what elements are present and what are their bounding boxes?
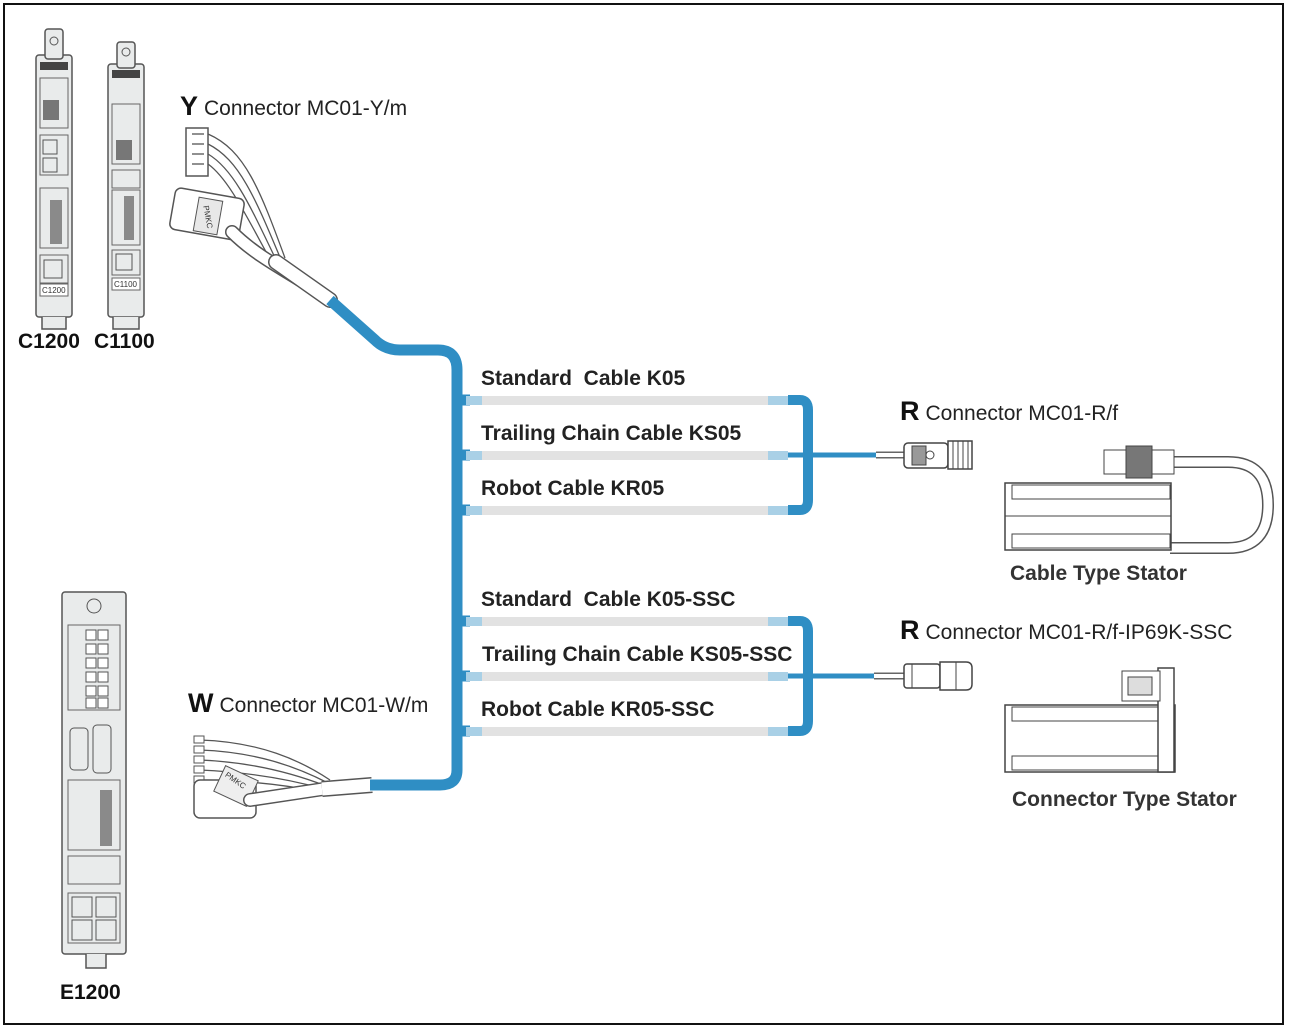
- w-letter: W: [188, 688, 214, 718]
- r-connector-icon: [903, 440, 973, 470]
- cable-k05-label: Standard Cable K05: [481, 367, 686, 390]
- r-connector-name: Connector MC01-R/f: [925, 402, 1119, 425]
- y-connector-icon: PMKC: [169, 127, 338, 308]
- c1100-drive: C1100: [107, 41, 145, 330]
- r-ssc-connector-name: Connector MC01-R/f-IP69K-SSC: [925, 621, 1233, 644]
- cable-ks05-label: Trailing Chain Cable KS05: [481, 422, 742, 445]
- w-connector-icon: PMKC: [193, 735, 373, 819]
- cable-kr05: [466, 506, 788, 515]
- r-ssc-letter: R: [900, 615, 920, 645]
- diagram-frame: [3, 3, 1284, 1025]
- r-letter: R: [900, 396, 920, 426]
- y-plug-mark: PMKC: [201, 205, 214, 230]
- c1200-label: C1200: [18, 330, 80, 353]
- cable-kr05-label: Robot Cable KR05: [481, 477, 665, 500]
- cable-group-1: [466, 395, 904, 515]
- cable-kr05-ssc-label: Robot Cable KR05-SSC: [481, 698, 715, 721]
- cable-k05-ssc-label: Standard Cable K05-SSC: [481, 588, 736, 611]
- c1100-label: C1100: [94, 330, 155, 353]
- e1200-drive: [61, 591, 127, 969]
- connector-type-stator-label: Connector Type Stator: [1012, 788, 1237, 811]
- c1200-drive: C1200: [35, 28, 73, 330]
- r-ssc-connector-icon: [903, 661, 973, 691]
- y-letter: Y: [180, 91, 199, 121]
- c1100-panel-label: C1100: [114, 280, 138, 289]
- c1200-panel-label: C1200: [42, 286, 66, 295]
- cable-ks05-ssc: [466, 672, 788, 681]
- cable-group-2: [466, 616, 904, 736]
- y-connector-name: Connector MC01-Y/m: [204, 97, 408, 120]
- w-connector-name: Connector MC01-W/m: [219, 694, 429, 717]
- e1200-label: E1200: [60, 981, 121, 1004]
- cable-type-stator-icon: [1004, 445, 1275, 554]
- cable-k05-ssc: [466, 617, 788, 626]
- cable-ks05-ssc-label: Trailing Chain Cable KS05-SSC: [482, 643, 793, 666]
- cable-k05: [466, 396, 788, 405]
- cable-type-stator-label: Cable Type Stator: [1010, 562, 1187, 585]
- cable-kr05-ssc: [466, 727, 788, 736]
- cable-ks05: [466, 451, 788, 460]
- connector-type-stator-icon: [1004, 667, 1176, 773]
